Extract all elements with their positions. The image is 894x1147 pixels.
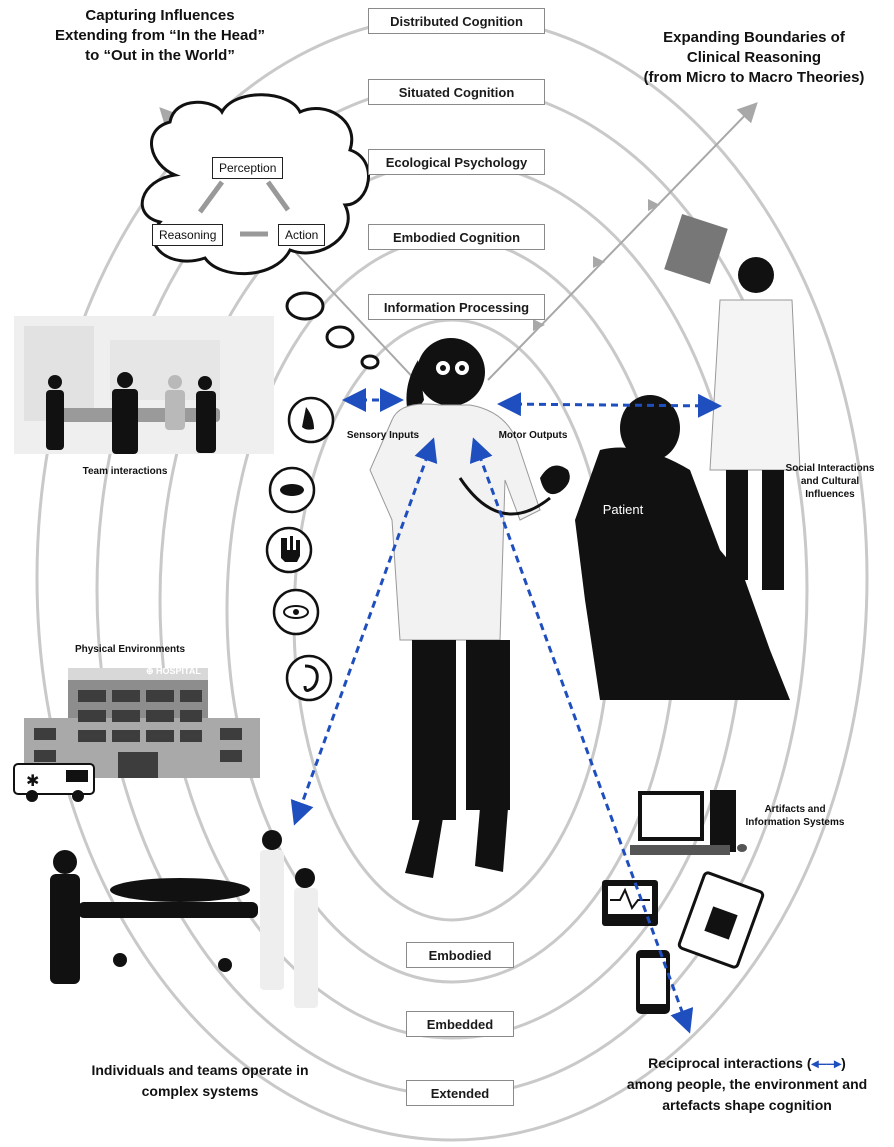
arrow-patient-social	[497, 392, 722, 418]
cloud-bubble-2	[325, 325, 355, 349]
ambulance-icon: ✱	[13, 763, 95, 802]
phone-icon	[636, 950, 670, 1014]
label-physical-environments: Physical Environments	[74, 644, 186, 655]
label-sensory-inputs: Sensory Inputs	[346, 430, 420, 441]
label-team-interactions: Team interactions	[82, 466, 168, 477]
right-doctor-silhouette	[664, 214, 801, 590]
layer-information-processing: Information Processing	[368, 294, 545, 320]
left-title-line-2: Extending from “In the Head”	[54, 27, 265, 44]
hospital-plus-icon: ⊕	[146, 666, 157, 676]
footer-left-line-1: Individuals and teams operate in	[91, 1062, 309, 1078]
stretcher-scene	[50, 830, 318, 1008]
bottom-layer-embedded: Embedded	[406, 1011, 514, 1037]
cloud-bubble-3	[360, 354, 380, 370]
arrow-team	[290, 437, 438, 826]
label-patient: Patient	[602, 502, 644, 517]
footer-left: Individuals and teams operate in complex…	[40, 1060, 360, 1102]
artifacts-line-2: Information Systems	[745, 817, 845, 828]
reciprocal-arrows	[290, 388, 722, 1034]
clipboard-icon	[677, 871, 765, 969]
doctor-silhouette	[369, 338, 570, 878]
svg-text:✱: ✱	[26, 771, 39, 790]
cloud-shape	[140, 93, 370, 276]
bottom-layer-extended: Extended	[406, 1080, 514, 1106]
right-title-line-1: Expanding Boundaries of	[663, 29, 845, 46]
social-line-2: and Cultural	[800, 476, 860, 487]
cloud-bubble-1	[285, 291, 325, 321]
gear-icon	[436, 361, 469, 375]
label-artifacts: Artifacts and Information Systems	[730, 803, 860, 829]
footer-right: Reciprocal interactions (◂‒‒▸) among peo…	[600, 1053, 894, 1116]
cloud-reasoning: Reasoning	[152, 224, 224, 246]
left-title-line-1: Capturing Influences	[85, 7, 235, 24]
footer-right-line-3: artefacts shape cognition	[662, 1097, 832, 1113]
cloud-action: Action	[278, 224, 326, 246]
hospital-building	[24, 668, 260, 778]
bottom-layer-embodied: Embodied	[406, 942, 514, 968]
layer-distributed-cognition: Distributed Cognition	[368, 8, 545, 34]
arrow-to-right-title	[487, 102, 758, 381]
social-line-1: Social Interactions	[785, 463, 875, 474]
footer-right-line-2: among people, the environment and	[626, 1076, 868, 1092]
footer-right-text-b: )	[841, 1055, 846, 1071]
cloud-perception: Perception	[212, 157, 284, 179]
social-line-3: Influences	[805, 489, 855, 500]
right-title-line-3: (from Micro to Macro Theories)	[643, 69, 865, 86]
label-motor-outputs: Motor Outputs	[498, 430, 568, 441]
right-title: Expanding Boundaries of Clinical Reasoni…	[616, 28, 892, 88]
layer-ecological-psychology: Ecological Psychology	[368, 149, 545, 175]
footer-right-line-1: Reciprocal interactions (◂‒‒▸)	[600, 1053, 894, 1074]
left-title: Capturing Influences Extending from “In …	[10, 6, 310, 66]
label-hospital: ⊕ HOSPITAL	[146, 666, 216, 677]
right-title-line-2: Clinical Reasoning	[686, 49, 822, 66]
footer-right-text-a: Reciprocal interactions (	[648, 1055, 812, 1071]
legend-bidirectional-arrow-icon: ◂‒‒▸	[811, 1055, 842, 1071]
left-title-line-3: to “Out in the World”	[85, 47, 235, 64]
arrow-artifacts	[469, 437, 694, 1034]
hospital-sign: HOSPITAL	[156, 666, 201, 676]
layer-situated-cognition: Situated Cognition	[368, 79, 545, 105]
layer-embodied-cognition: Embodied Cognition	[368, 224, 545, 250]
label-social-interactions: Social Interactions and Cultural Influen…	[770, 462, 890, 501]
footer-left-line-2: complex systems	[141, 1083, 259, 1099]
ear-icon	[285, 654, 333, 702]
artifacts-line-1: Artifacts and	[764, 804, 826, 815]
team-scene	[14, 316, 274, 454]
